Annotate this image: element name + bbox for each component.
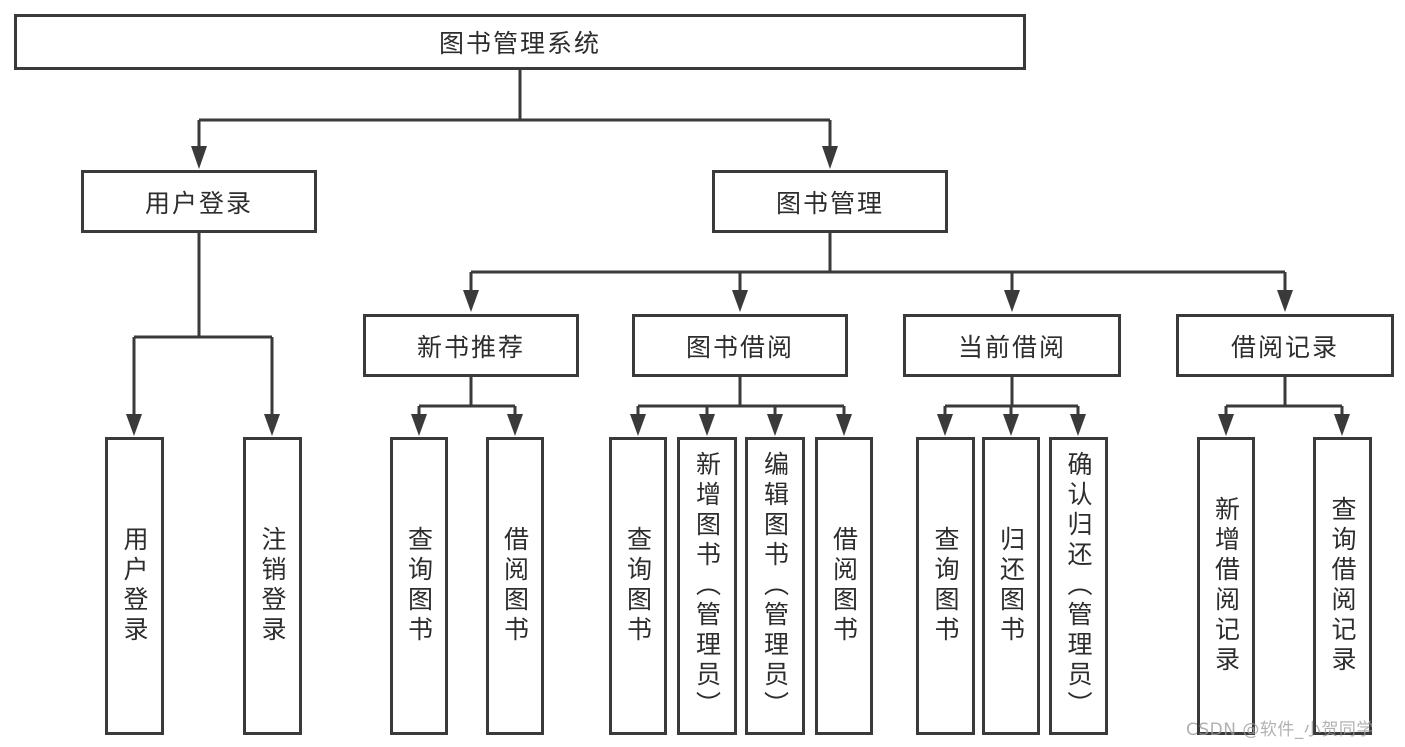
leaf-add-borrow-record: 新增借阅记录	[1197, 437, 1255, 735]
node-user-login-label: 用户登录	[144, 188, 253, 218]
node-root-label: 图书管理系统	[438, 29, 601, 58]
leaf-add-books-admin: 新增图书（管理员）	[677, 437, 737, 735]
leaf-edit-books-admin: 编辑图书（管理员）	[745, 437, 805, 735]
leaf-borrow-books-recommend-label: 借阅图书	[500, 526, 530, 646]
node-current-borrowing-label: 当前借阅	[957, 332, 1066, 362]
node-borrowing-records-label: 借阅记录	[1230, 332, 1339, 362]
leaf-logout-label: 注销登录	[258, 526, 287, 646]
leaf-user-login-label: 用户登录	[120, 526, 149, 646]
leaf-confirm-return-admin: 确认归还（管理员）	[1049, 437, 1108, 735]
leaf-edit-books-admin-label: 编辑图书（管理员）	[760, 451, 790, 721]
leaf-borrow-books: 借阅图书	[815, 437, 873, 735]
leaf-query-books-borrowing-label: 查询图书	[623, 526, 653, 646]
leaf-user-login: 用户登录	[105, 437, 164, 735]
leaf-query-borrow-record: 查询借阅记录	[1313, 437, 1372, 735]
leaf-query-borrow-record-label: 查询借阅记录	[1328, 496, 1357, 676]
node-borrowing-records: 借阅记录	[1176, 314, 1394, 377]
node-new-book-recommend: 新书推荐	[363, 314, 579, 377]
node-user-login: 用户登录	[81, 170, 317, 233]
leaf-query-books-current-label: 查询图书	[931, 526, 960, 646]
leaf-add-borrow-record-label: 新增借阅记录	[1211, 496, 1241, 676]
node-book-management-label: 图书管理	[775, 188, 884, 218]
leaf-query-books-current: 查询图书	[916, 437, 975, 735]
leaf-return-books: 归还图书	[982, 437, 1040, 735]
node-book-borrowing-label: 图书借阅	[685, 332, 794, 362]
leaf-return-books-label: 归还图书	[996, 526, 1026, 646]
leaf-logout: 注销登录	[243, 437, 302, 735]
node-current-borrowing: 当前借阅	[903, 314, 1121, 377]
leaf-borrow-books-label: 借阅图书	[829, 526, 859, 646]
node-new-book-recommend-label: 新书推荐	[416, 332, 525, 362]
leaf-borrow-books-recommend: 借阅图书	[486, 437, 544, 735]
leaf-add-books-admin-label: 新增图书（管理员）	[692, 451, 722, 721]
node-book-management: 图书管理	[712, 170, 948, 233]
node-book-borrowing: 图书借阅	[632, 314, 848, 377]
leaf-query-books-borrowing: 查询图书	[609, 437, 667, 735]
leaf-query-books-recommend-label: 查询图书	[404, 526, 434, 646]
node-root: 图书管理系统	[14, 14, 1026, 70]
leaf-query-books-recommend: 查询图书	[390, 437, 448, 735]
leaf-confirm-return-admin-label: 确认归还（管理员）	[1064, 451, 1093, 721]
watermark: CSDN @软件_小贺同学	[1186, 720, 1374, 740]
